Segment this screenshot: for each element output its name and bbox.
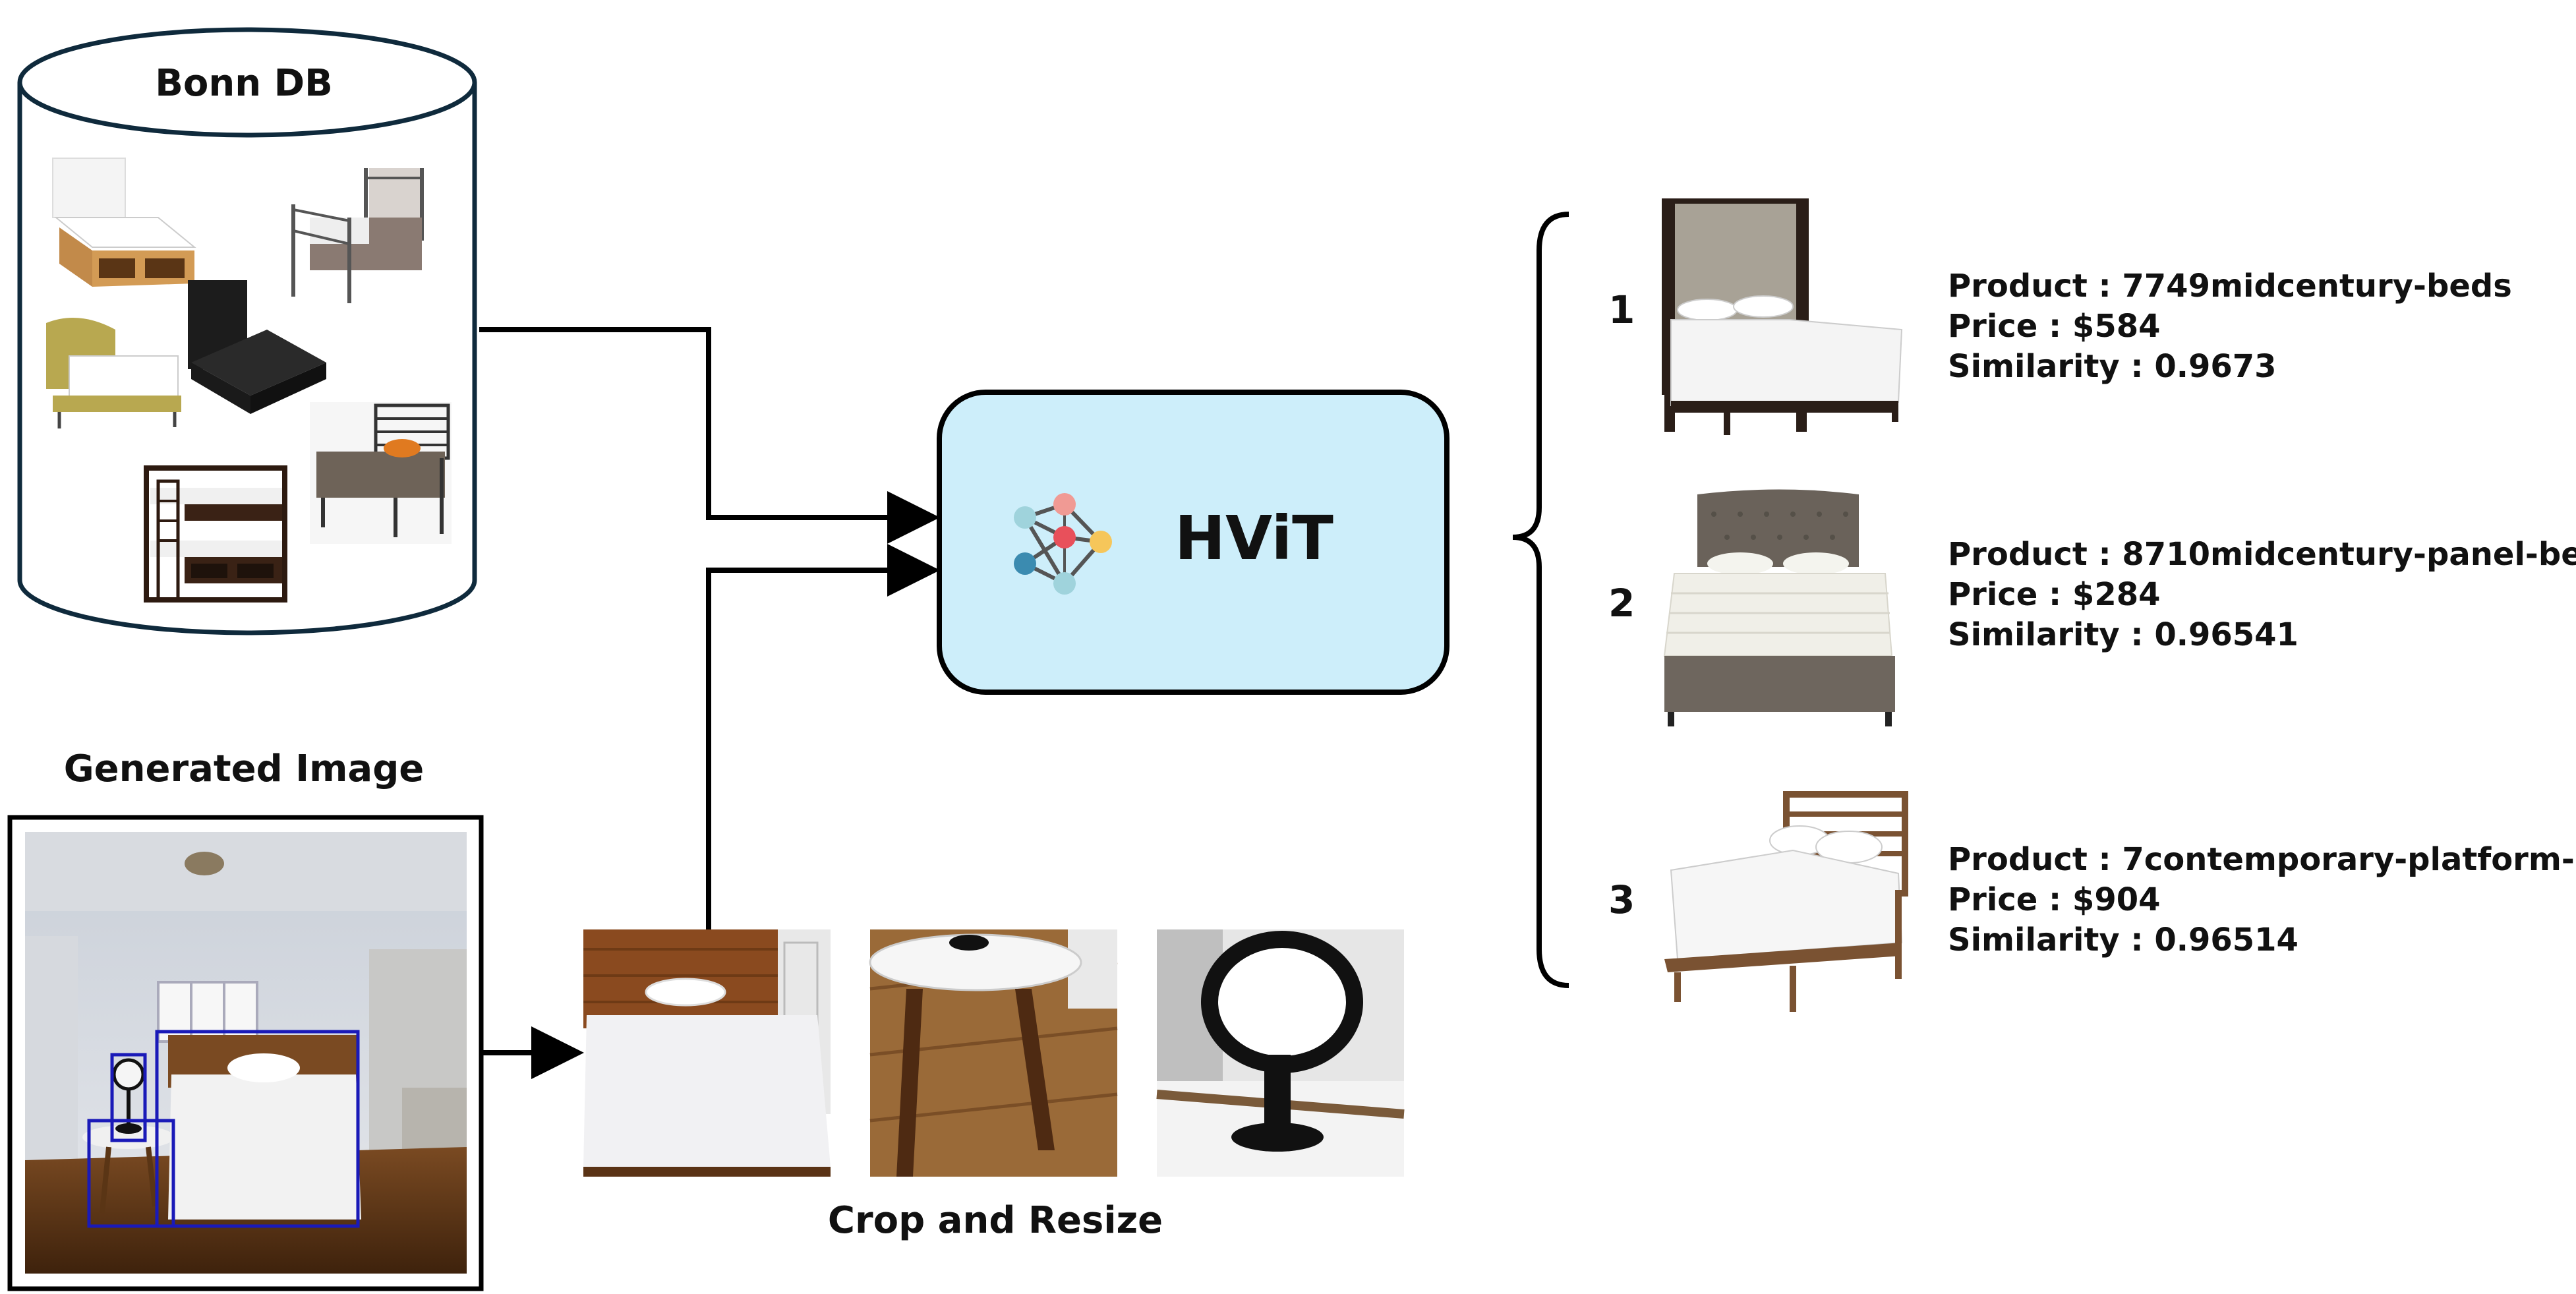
result-2-bed-image <box>1663 489 1895 726</box>
result-price: Price : $904 <box>1948 881 2161 918</box>
results-brace <box>1512 212 1569 988</box>
neural-network-icon <box>1014 493 1112 595</box>
result-2: 2 Product : 8710midcentury-panel-beds Pr… <box>1608 489 2576 726</box>
result-price: Price : $284 <box>1948 576 2161 613</box>
result-rank: 2 <box>1608 581 1635 626</box>
result-3: 3 Product : 7contemporary-platform-beds … <box>1608 791 2576 1012</box>
bed-metal-frame-thumbnail <box>291 168 424 303</box>
bonn-db-title: Bonn DB <box>155 62 333 105</box>
result-similarity: Similarity : 0.96514 <box>1948 922 2298 958</box>
result-3-bed-image <box>1664 791 1908 1012</box>
bunk-bed-dark-wood-thumbnail <box>144 465 287 603</box>
hvit-label: HViT <box>1175 503 1333 573</box>
crop-side-table-thumbnail <box>869 929 1118 1177</box>
crop-bed-thumbnail <box>583 929 831 1177</box>
crop-and-resize-caption: Crop and Resize <box>828 1199 1163 1242</box>
bedroom-photo <box>25 832 467 1274</box>
result-similarity: Similarity : 0.9673 <box>1948 348 2277 385</box>
generated-image-title: Generated Image <box>64 748 424 790</box>
result-price: Price : $584 <box>1948 308 2161 345</box>
result-product: Product : 7contemporary-platform-beds <box>1948 841 2576 878</box>
result-rank: 1 <box>1608 287 1635 332</box>
result-product: Product : 8710midcentury-panel-beds <box>1948 536 2576 573</box>
bed-olive-upholstered-thumbnail <box>46 318 181 428</box>
flow-arrows <box>479 327 940 1079</box>
bed-slatted-headboard-thumbnail <box>310 402 452 544</box>
hvit-model-box: HViT <box>937 390 1449 695</box>
db-to-hvit-arrow <box>479 327 940 544</box>
detection-boxes <box>87 1030 360 1228</box>
crop-to-hvit-arrow <box>706 544 940 929</box>
result-product: Product : 7749midcentury-beds <box>1948 268 2512 305</box>
crop-lamp-thumbnail <box>1156 929 1405 1177</box>
result-rank: 3 <box>1608 877 1635 922</box>
result-similarity: Similarity : 0.96541 <box>1948 616 2298 653</box>
bonn-db-cylinder: Bonn DB <box>17 27 477 635</box>
result-1-bed-image <box>1662 198 1903 435</box>
bed-white-storage-drawers-thumbnail <box>52 158 196 287</box>
result-1: 1 Product : 7749midcentury-beds Price : … <box>1608 198 2512 435</box>
bed-black-platform-thumbnail <box>188 280 326 414</box>
generated-image-panel: Generated Image <box>7 748 484 1291</box>
